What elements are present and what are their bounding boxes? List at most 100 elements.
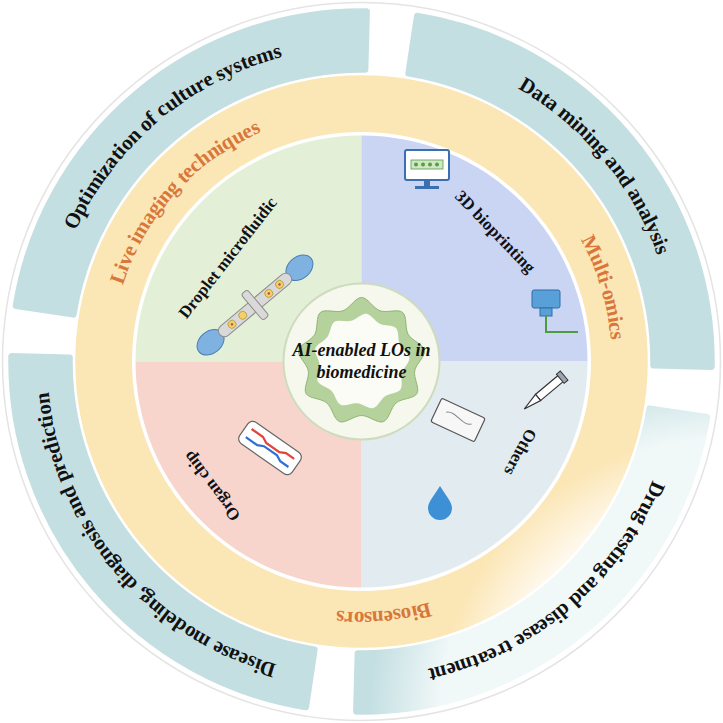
glyph: s [82, 528, 104, 546]
glyph: y [642, 219, 665, 237]
glyph: s [519, 625, 537, 647]
glyph: s [606, 330, 628, 340]
glyph: D [515, 74, 539, 100]
glyph: g [161, 176, 184, 198]
outer-circle [3, 3, 721, 721]
glyph: i [567, 113, 585, 133]
glyph: s [212, 62, 229, 84]
glyph: q [217, 130, 238, 154]
glyph: s [75, 517, 97, 535]
glyph: m [253, 43, 276, 68]
glyph: t [469, 650, 483, 672]
glyph: i [251, 654, 263, 676]
glyph: n [584, 130, 607, 153]
glyph: c [605, 321, 627, 333]
glyph: a [582, 573, 604, 595]
glyph: n [93, 543, 117, 565]
glyph: e [161, 609, 181, 631]
glyph: o [179, 620, 199, 643]
glyph: a [225, 644, 243, 667]
glyph [169, 172, 188, 190]
glyph [589, 569, 608, 587]
glyph: n [372, 607, 385, 629]
glyph: m [554, 102, 581, 129]
glyph: t [237, 52, 251, 74]
glyph: y [220, 57, 238, 80]
glyph: s [364, 608, 373, 629]
technique-label: Multi-omics [570, 224, 638, 356]
glyph: n [574, 580, 597, 603]
glyph: e [208, 637, 226, 660]
glyph [148, 105, 165, 125]
glyph: u [585, 250, 609, 269]
glyph: t [592, 267, 614, 281]
center-disc [284, 284, 440, 440]
glyph: e [44, 451, 67, 466]
glyph: g [592, 561, 615, 583]
glyph: s [542, 610, 561, 632]
glyph: t [73, 192, 95, 209]
glyph: s [217, 641, 233, 663]
glyph [203, 634, 217, 655]
pipette-icon [431, 371, 568, 442]
band-label: Data mining and analysis [506, 66, 683, 271]
glyph: i [111, 140, 131, 158]
glyph: e [618, 529, 641, 548]
glyph [72, 512, 93, 527]
glyph: r [493, 639, 511, 662]
glyph: a [99, 151, 122, 172]
glyph [207, 66, 221, 87]
glyph: s [247, 117, 263, 140]
glyph: D [643, 478, 668, 500]
glyph: i [39, 434, 61, 445]
glyph: v [114, 251, 137, 269]
glyph [621, 179, 641, 195]
glyph: l [639, 213, 660, 227]
glyph: i [409, 602, 419, 624]
ring-edge [134, 134, 590, 590]
glyph: h [192, 147, 214, 171]
glyph: a [623, 184, 646, 204]
glyph: i [125, 232, 146, 247]
glyph [507, 633, 522, 654]
glyph: e [238, 120, 256, 143]
glyph: e [199, 68, 217, 91]
glyph: n [571, 117, 594, 140]
glyph: c [185, 155, 206, 177]
glyph: i [35, 413, 57, 422]
glyph: i [152, 602, 170, 622]
glyph: s [243, 652, 258, 675]
glyph: s [614, 536, 636, 555]
glyph: e [444, 658, 459, 681]
band-label: Disease modeling, diagnosis and predicti… [22, 378, 289, 689]
glyph: n [608, 160, 632, 182]
glyph: a [475, 647, 493, 670]
glyph: i [111, 261, 133, 274]
glyph: u [634, 500, 658, 520]
glyph: t [536, 88, 554, 109]
glyph: a [634, 204, 657, 223]
glyph: s [651, 242, 674, 257]
glyph: n [153, 184, 177, 206]
glyph: m [188, 626, 214, 653]
glyph: i [604, 315, 626, 324]
glyph: o [115, 133, 138, 155]
glyph: i [580, 126, 599, 145]
glyph: e [511, 629, 530, 652]
band-label: Drug testing and disease treatment [411, 468, 677, 695]
outer-band-shape [8, 352, 319, 711]
glyph: t [609, 543, 630, 561]
